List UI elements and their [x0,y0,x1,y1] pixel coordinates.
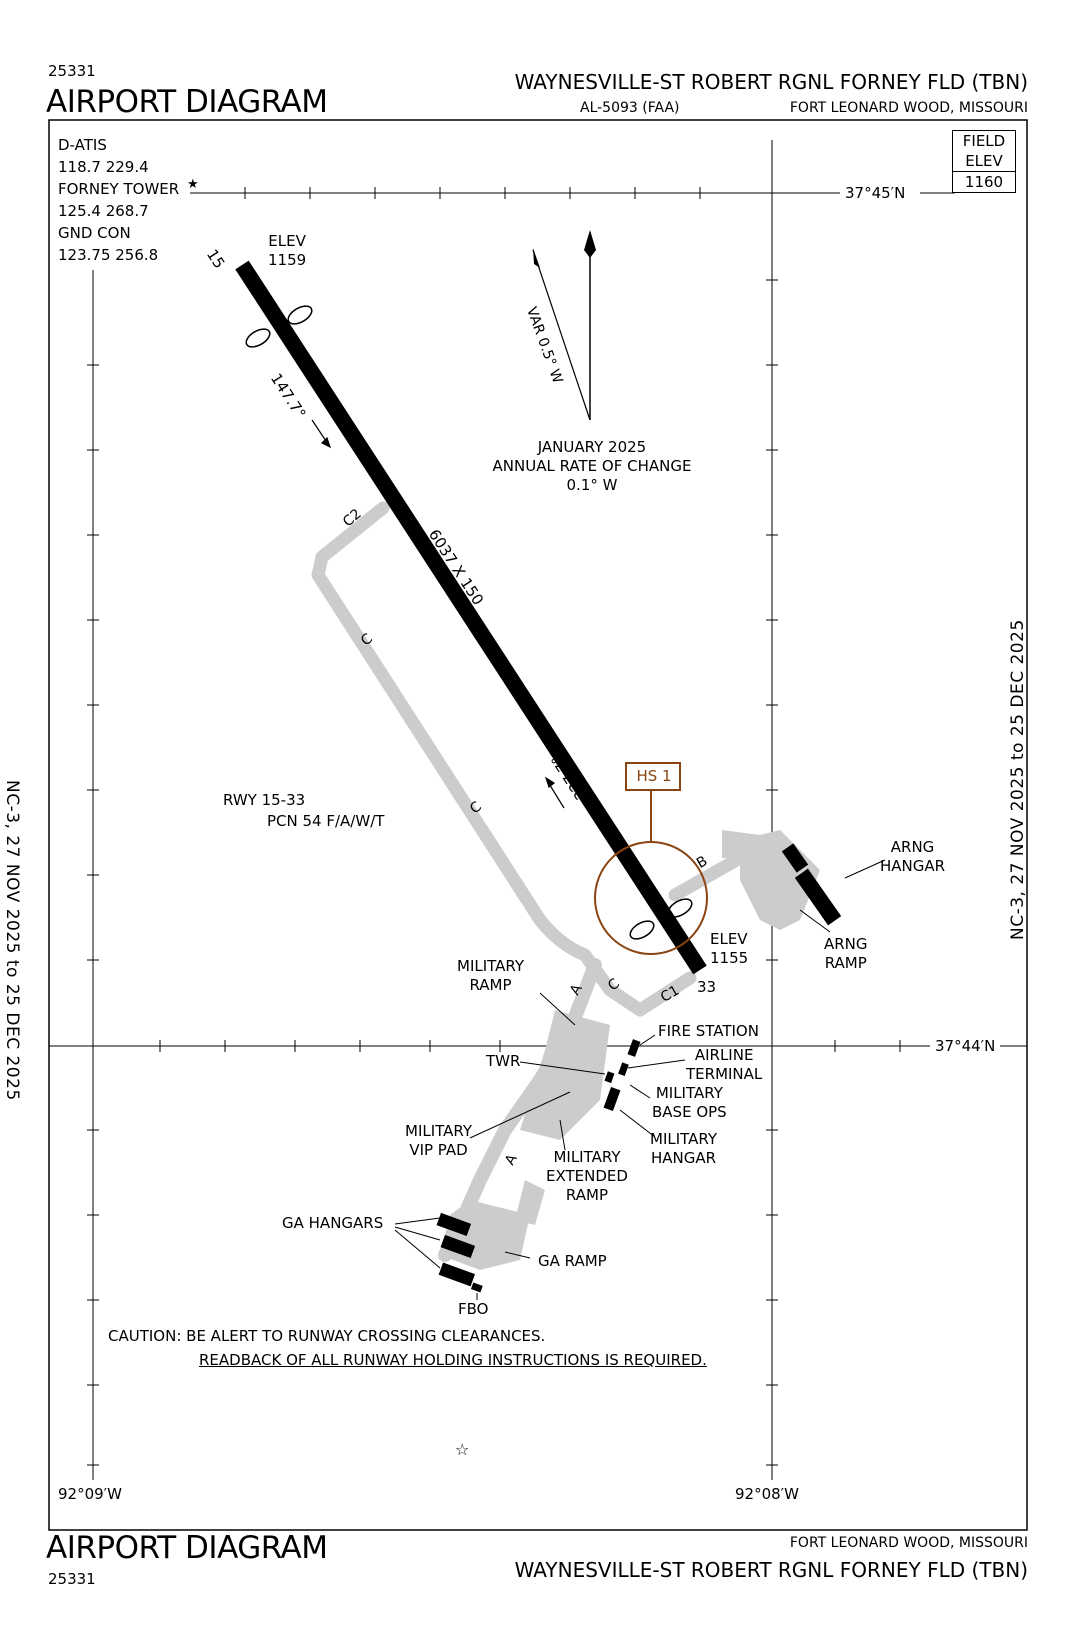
military-ramp-line2: RAMP [469,976,512,994]
arng-hangar-label: ARNG HANGAR [880,838,945,876]
frequency-block: D-ATIS 118.7 229.4 FORNEY TOWER 125.4 26… [58,134,179,266]
mil-vip-line1: MILITARY [405,1122,473,1140]
field-elev-value: 1160 [953,171,1015,192]
diagram-border [48,119,1028,1531]
ga-hangar-2 [440,1234,476,1259]
twr-building [604,1071,615,1084]
ga-hangar-1 [436,1212,472,1237]
procedure-id: AL-5093 (FAA) [580,100,680,116]
elev-south-value: 1155 [710,949,749,967]
fire-station-label: FIRE STATION [658,1022,759,1040]
rate-line2: ANNUAL RATE OF CHANGE [492,457,692,475]
atis-freqs: 118.7 229.4 [58,158,149,176]
arng-hangar-line1: ARNG [890,838,935,856]
military-ramp-line1: MILITARY [457,957,525,975]
lon-east-label: 92°08′W [735,1485,799,1503]
military-ramp-label: MILITARY RAMP [457,957,524,995]
chart-number: 25331 [48,62,96,80]
fire-station-building [627,1039,641,1057]
runway-info-line2: PCN 54 F/A/W/T [267,812,385,830]
arng-ramp-line1: ARNG [824,935,868,953]
buildings [436,843,842,1293]
caution-line2: READBACK OF ALL RUNWAY HOLDING INSTRUCTI… [199,1351,707,1369]
mil-hangar-line2: HANGAR [650,1149,717,1167]
runway-info-line1: RWY 15-33 [223,791,306,809]
ga-hangars-label: GA HANGARS [282,1214,384,1232]
elev-north-value: 1159 [268,251,307,269]
runway-end-33: 33 [697,978,717,996]
twr-label: TWR [486,1052,521,1070]
fbo-label: FBO [458,1300,489,1318]
footer-city-state: FORT LEONARD WOOD, MISSOURI [789,1535,1028,1551]
heading-arrows [311,419,565,809]
ga-ramp-label: GA RAMP [538,1252,607,1270]
beacon-star-icon: ☆ [455,1440,469,1459]
lon-west-label: 92°09′W [58,1485,122,1503]
mil-base-ops-line1: MILITARY [655,1084,723,1102]
arng-ramp-label: ARNG RAMP [824,935,868,973]
hot-spot-box [625,762,681,791]
mil-vip-line2: VIP PAD [409,1141,468,1159]
field-elev-line2: ELEV [965,152,1003,170]
arng-ramp-line2: RAMP [824,954,867,972]
lat-north-label: 37°45′N [845,184,906,202]
taxiway-c [311,501,697,1017]
runway-info-block: RWY 15-33 PCN 54 F/A/W/T [223,790,384,832]
military-extended-ramp-label: MILITARY EXTENDED RAMP [546,1148,628,1205]
elev-south-label: ELEV [710,930,748,948]
airline-terminal-label: AIRLINE TERMINAL [686,1046,762,1084]
mil-ext-line1: MILITARY [553,1148,621,1166]
tower-label: FORNEY TOWER [58,180,180,198]
magnetic-north-arrow [584,230,596,420]
approach-light-symbol-south [629,898,693,940]
caution-line1: CAUTION: BE ALERT TO RUNWAY CROSSING CLE… [108,1327,546,1345]
footer-airport-name: WAYNESVILLE-ST ROBERT RGNL FORNEY FLD (T… [514,1558,1028,1582]
taxiway-b [668,851,747,902]
airline-line2: TERMINAL [686,1065,763,1083]
mil-ext-line2: EXTENDED [546,1167,628,1185]
airport-name: WAYNESVILLE-ST ROBERT RGNL FORNEY FLD (T… [514,70,1028,94]
tower-freqs: 125.4 268.7 [58,202,149,220]
arng-hangar-building-1 [781,843,809,873]
lat-south-label: 37°44′N [935,1037,996,1055]
ga-hangar-3 [438,1262,476,1287]
field-elev-line1: FIELD [962,132,1006,150]
ga-ramp-area [440,1200,530,1270]
label-leaders [394,859,886,1300]
airline-terminal-building [618,1062,629,1077]
elev-north-label: ELEV [268,232,306,250]
elev-south-block: ELEV 1155 [710,930,748,968]
hot-spot-label: HS 1 [636,767,672,785]
military-base-ops-label: MILITARY BASE OPS [652,1084,727,1122]
fbo-building [470,1282,483,1293]
approach-light-symbol-north [245,305,313,348]
rate-line3: 0.1° W [566,476,618,494]
elev-north-block: ELEV 1159 [268,232,306,270]
caution-notice: CAUTION: BE ALERT TO RUNWAY CROSSING CLE… [108,1324,707,1372]
arng-hangar-line2: HANGAR [880,857,946,875]
field-elev-box: FIELD ELEV 1160 [952,130,1016,193]
footer-diagram-title: AIRPORT DIAGRAM [46,1530,328,1566]
rate-line1: JANUARY 2025 [537,438,647,456]
city-state: FORT LEONARD WOOD, MISSOURI [789,100,1028,116]
atis-label: D-ATIS [58,136,107,154]
runway-15-33 [235,260,707,975]
magnetic-variation-arrow [532,248,591,421]
diagram-title: AIRPORT DIAGRAM [46,84,328,120]
military-vip-pad-label: MILITARY VIP PAD [405,1122,472,1160]
tower-star-icon: ★ [187,177,199,192]
airline-line1: AIRLINE [694,1046,754,1064]
mil-ext-line3: RAMP [565,1186,608,1204]
gnd-freqs: 123.75 256.8 [58,246,159,264]
military-hangar-label: MILITARY HANGAR [650,1130,717,1168]
footer-chart-number: 25331 [48,1570,96,1588]
arng-hangar-building-2 [794,868,842,926]
military-hangar-building [603,1086,621,1112]
mil-hangar-line1: MILITARY [650,1130,718,1148]
annual-rate-block: JANUARY 2025 ANNUAL RATE OF CHANGE 0.1° … [472,438,712,495]
gnd-label: GND CON [58,224,131,242]
mil-base-ops-line2: BASE OPS [652,1103,727,1121]
